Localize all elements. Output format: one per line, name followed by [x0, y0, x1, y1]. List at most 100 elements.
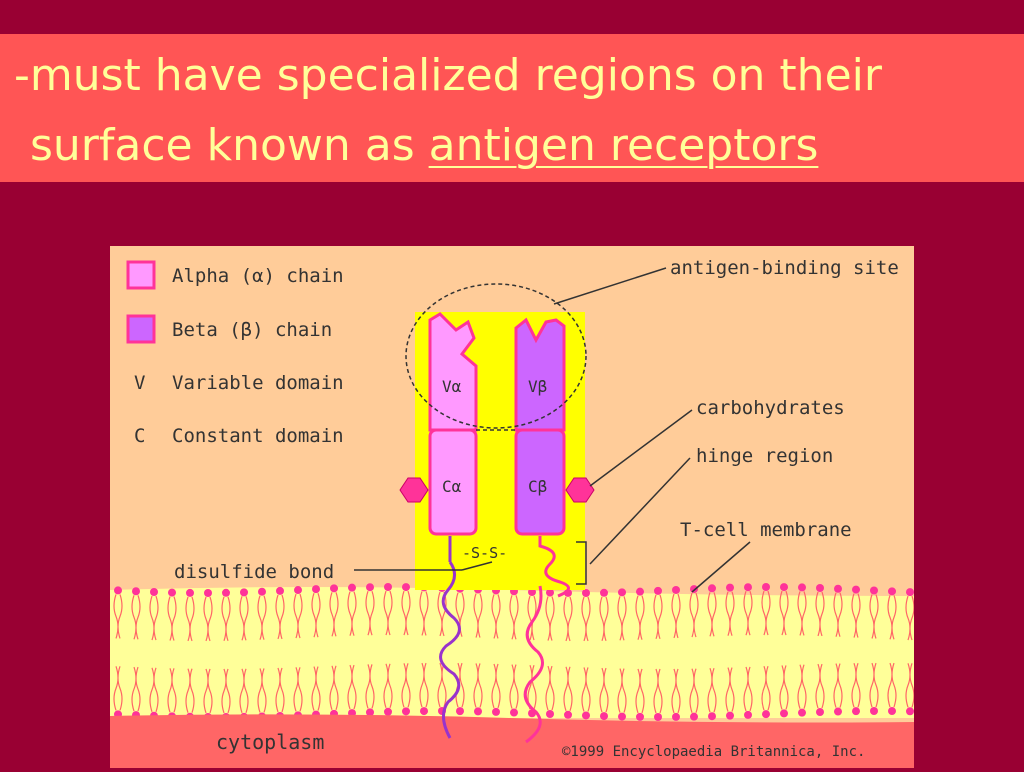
beta-tail — [523, 585, 544, 744]
lipid-tail — [671, 593, 681, 639]
carbohydrates-label: carbohydrates — [696, 397, 845, 419]
lipid-tail — [581, 667, 591, 712]
lipid-head — [294, 586, 302, 595]
lipid-head — [762, 710, 770, 719]
lipid-head — [744, 710, 752, 719]
lipid-tail — [275, 594, 285, 640]
antigen-binding-site-circle — [405, 283, 587, 429]
hinge-region-leader — [589, 457, 691, 565]
lipid-head — [114, 586, 122, 595]
cytoplasm-label: cytoplasm — [216, 730, 324, 754]
lipid-head — [600, 588, 608, 597]
lipid-tail — [707, 592, 717, 637]
lipid-head — [402, 583, 410, 592]
lipid-tail — [257, 595, 267, 640]
lipid-head — [690, 712, 698, 721]
disulfide-bond-leader-2 — [461, 561, 493, 571]
lipid-tail — [257, 668, 267, 713]
lipid-tail — [239, 596, 249, 641]
lipid-tail — [761, 665, 771, 711]
lipid-tail — [491, 663, 501, 709]
lipid-head — [366, 708, 374, 717]
lipid-tail — [185, 668, 195, 713]
title-term-antigen-receptors: antigen receptors — [428, 120, 819, 171]
lipid-tail — [185, 596, 195, 642]
lipid-head — [204, 588, 212, 597]
lipid-head — [222, 588, 230, 597]
lipid-tail — [149, 595, 159, 641]
lipid-tail — [203, 668, 213, 714]
lipid-tail — [797, 664, 807, 709]
lipid-head — [852, 707, 860, 716]
lipid-head — [330, 584, 338, 593]
antigen-binding-site-label: antigen-binding site — [670, 257, 899, 279]
lipid-head — [636, 712, 644, 721]
lipid-head — [564, 710, 572, 719]
lipid-tail — [329, 592, 339, 637]
lipid-tail — [401, 663, 411, 708]
lipid-tail — [203, 596, 213, 642]
carbohydrates-leader — [589, 409, 693, 487]
lipid-tail — [293, 667, 303, 712]
lipid-head — [636, 587, 644, 596]
lipid-tail — [815, 591, 825, 637]
t-cell-membrane-leader — [691, 541, 751, 593]
lipid-head — [240, 588, 248, 597]
lipid-head — [600, 712, 608, 721]
lipid-head — [546, 588, 554, 597]
lipid-tail — [239, 668, 249, 714]
lipid-tail — [833, 663, 843, 708]
lipid-tail — [617, 668, 627, 713]
lipid-head — [654, 586, 662, 595]
lipid-tail — [347, 591, 357, 636]
lipid-tail — [365, 664, 375, 709]
lipid-tail — [329, 665, 339, 711]
c-alpha-domain — [428, 428, 478, 536]
lipid-tail — [563, 666, 573, 711]
cytoplasm-region — [110, 714, 914, 768]
lipid-head — [672, 585, 680, 594]
lipid-head — [888, 707, 896, 716]
lipid-head — [690, 585, 698, 594]
lipid-tail — [833, 592, 843, 637]
beta-chain-swatch — [126, 314, 156, 344]
lipid-tail — [581, 596, 591, 642]
legend-alpha-chain: Alpha (α) chain — [172, 265, 344, 287]
lipid-head — [834, 707, 842, 716]
lipid-head — [528, 588, 536, 597]
lipid-tail — [563, 596, 573, 642]
c-beta-domain — [514, 428, 566, 536]
legend-beta-chain: Beta (β) chain — [172, 319, 332, 341]
v-alpha-label: Vα — [442, 377, 462, 396]
lipid-head — [258, 587, 266, 596]
lipid-head — [276, 586, 284, 595]
copyright-label: ©1999 Encyclopaedia Britannica, Inc. — [562, 744, 865, 760]
carbohydrate-left-icon — [399, 477, 429, 503]
lipid-head — [546, 710, 554, 719]
lipid-tail — [113, 666, 123, 711]
lipid-tail — [743, 591, 753, 636]
carbohydrate-right-icon — [565, 477, 595, 503]
lipid-head — [348, 583, 356, 592]
lipid-head — [816, 583, 824, 592]
figure-svg: -S-S- Vα Vβ Cα Cβ Alpha (α) chain Beta (… — [110, 246, 915, 768]
lipid-head — [312, 585, 320, 594]
hinge-bracket — [576, 541, 587, 585]
c-alpha-label: Cα — [442, 477, 462, 496]
lipid-tail — [437, 662, 447, 708]
legend-variable-domain: Variable domain — [172, 372, 344, 394]
lipid-tail — [869, 662, 879, 708]
lipid-tail — [905, 663, 915, 708]
lipid-head — [870, 707, 878, 716]
lipid-head — [582, 588, 590, 597]
lipid-tail — [383, 663, 393, 708]
lipid-tail — [509, 595, 519, 640]
title-prefix: surface known as — [30, 120, 429, 171]
lipid-head — [384, 707, 392, 716]
lipid-head — [798, 583, 806, 592]
v-beta-domain — [514, 317, 566, 432]
lipid-tail — [473, 663, 483, 708]
lipid-tail — [509, 664, 519, 709]
lipid-head — [726, 711, 734, 720]
alpha-chain-swatch — [126, 260, 156, 290]
